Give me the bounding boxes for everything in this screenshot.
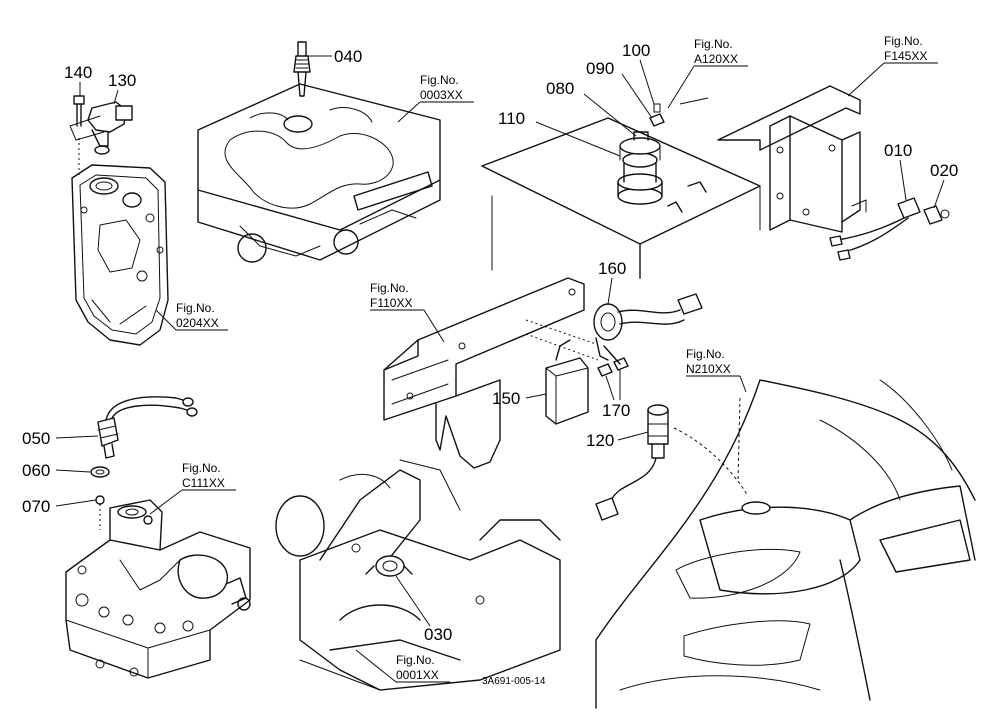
part-label-010: 010 — [884, 141, 912, 160]
part-label-080: 080 — [546, 79, 574, 98]
part-label-060: 060 — [22, 461, 50, 480]
fig-number: 0003XX — [420, 88, 463, 102]
part-label-170: 170 — [602, 401, 630, 420]
drawing-code: 3A691-005-14 — [482, 676, 546, 687]
bracket-switch-illustration — [717, 85, 950, 261]
fig-ref-0204xx: Fig.No. 0204XX — [155, 301, 228, 331]
hydraulic-valve-illustration — [65, 396, 251, 679]
part-label-160: 160 — [598, 259, 626, 278]
fig-number: F110XX — [370, 296, 412, 310]
fig-ref-a120xx: Fig.No. A120XX — [667, 37, 748, 109]
horn-bracket-illustration — [383, 277, 703, 469]
fig-label: Fig.No. — [420, 73, 459, 87]
frame-sensor-illustration — [275, 459, 561, 691]
tank-panel-illustration — [481, 97, 761, 279]
fig-label: Fig.No. — [182, 461, 221, 475]
fig-ref-0001xx: Fig.No. 0001XX — [355, 649, 450, 683]
hood-illustration — [595, 379, 976, 709]
fig-label: Fig.No. — [884, 34, 923, 48]
fig-number: N210XX — [686, 362, 731, 376]
pressure-switch-illustration — [595, 404, 749, 521]
part-label-100: 100 — [622, 41, 650, 60]
fig-ref-c111xx: Fig.No. C111XX — [149, 461, 236, 515]
fig-ref-f145xx: Fig.No. F145XX — [847, 34, 938, 97]
cylinder-head-illustration — [197, 41, 441, 263]
part-label-050: 050 — [22, 429, 50, 448]
part-label-030: 030 — [424, 625, 452, 644]
part-label-090: 090 — [586, 59, 614, 78]
part-label-130: 130 — [108, 71, 136, 90]
part-label-070: 070 — [22, 497, 50, 516]
gear-case-illustration — [69, 95, 169, 346]
fig-ref-f110xx: Fig.No. F110XX — [370, 281, 445, 343]
part-label-140: 140 — [64, 63, 92, 82]
fig-label: Fig.No. — [176, 301, 215, 315]
part-label-020: 020 — [930, 161, 958, 180]
fig-number: A120XX — [694, 52, 738, 66]
fig-number: 0204XX — [176, 316, 219, 330]
part-label-120: 120 — [586, 431, 614, 450]
fig-label: Fig.No. — [370, 281, 409, 295]
part-label-110: 110 — [498, 109, 525, 128]
fig-label: Fig.No. — [694, 37, 733, 51]
fig-ref-n210xx: Fig.No. N210XX — [686, 347, 747, 393]
fig-number: F145XX — [884, 49, 927, 63]
fig-number: 0001XX — [396, 668, 439, 682]
fig-label: Fig.No. — [396, 653, 435, 667]
fig-number: C111XX — [182, 476, 225, 490]
fig-ref-0003xx: Fig.No. 0003XX — [397, 73, 474, 123]
fig-label: Fig.No. — [686, 347, 725, 361]
part-label-040: 040 — [334, 47, 362, 66]
part-label-150: 150 — [492, 389, 520, 408]
